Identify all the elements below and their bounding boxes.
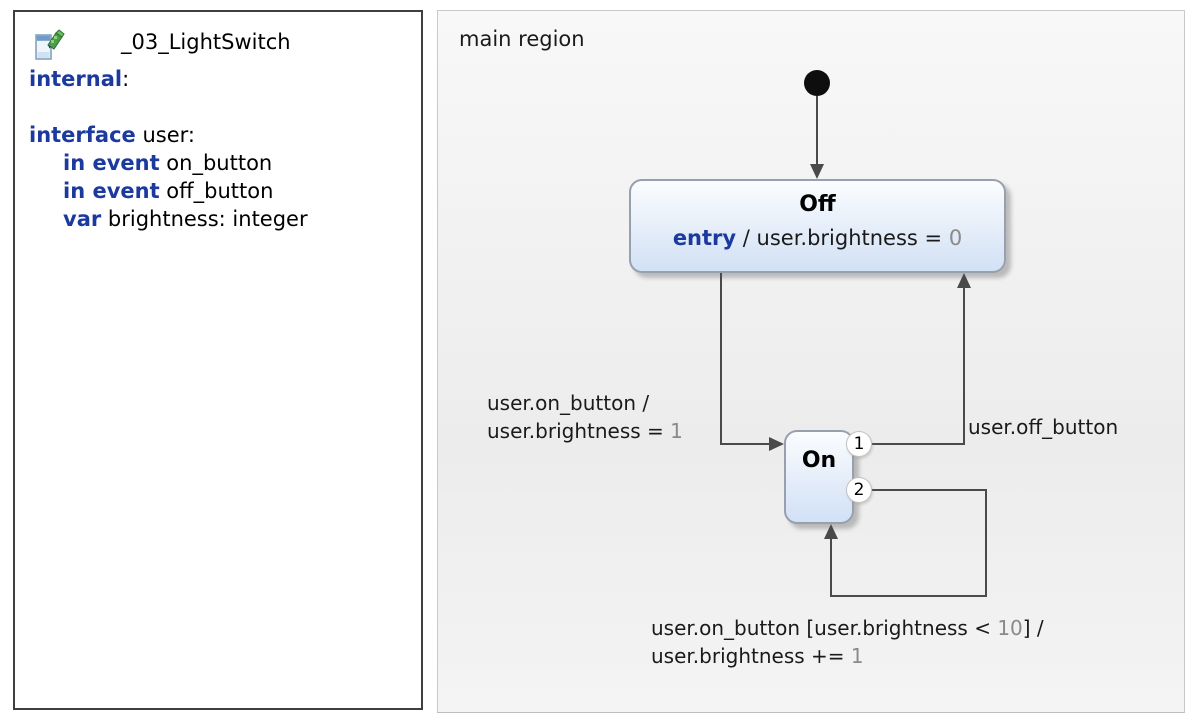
interface-section-line: interface user: — [29, 123, 195, 147]
in-event-keyword: in event — [63, 179, 160, 203]
guard-value: 10 — [997, 616, 1023, 640]
trigger-text: user.on_button [user.brightness < — [651, 616, 998, 640]
region-label: main region — [459, 27, 585, 51]
declaration-brightness: var brightness: integer — [63, 207, 308, 231]
event-name: off_button — [159, 179, 274, 203]
action-value: 1 — [670, 419, 683, 443]
statechart-file-icon — [35, 29, 65, 60]
action-text: user.brightness = — [487, 419, 671, 443]
declaration-off-button: in event off_button — [63, 179, 273, 203]
interface-name: user: — [135, 123, 195, 147]
transition-on-to-off[interactable] — [872, 273, 971, 445]
state-off-entry-reaction: entry / user.brightness = 0 — [631, 226, 1004, 250]
internal-keyword: internal — [29, 67, 123, 91]
trigger-text: user.off_button — [968, 415, 1119, 439]
internal-rest: : — [122, 67, 130, 91]
event-name: on_button — [159, 151, 273, 175]
state-on[interactable]: On — [784, 430, 854, 524]
guard-suffix: ] / — [1022, 616, 1044, 640]
state-off[interactable]: Off entry / user.brightness = 0 — [629, 179, 1006, 273]
transition-label-on-self-loop[interactable]: user.on_button [user.brightness < 10] / u… — [651, 614, 1044, 670]
trigger-text: user.on_button / — [487, 391, 650, 415]
transition-label-on-to-off[interactable]: user.off_button — [968, 413, 1118, 441]
definition-panel[interactable]: _03_LightSwitch internal: interface user… — [13, 10, 423, 710]
entry-action-value: 0 — [948, 226, 963, 250]
statechart-title: _03_LightSwitch — [121, 30, 291, 54]
priority-badge-1[interactable]: 1 — [846, 431, 872, 457]
transition-label-off-to-on[interactable]: user.on_button / user.brightness = 1 — [487, 389, 683, 445]
transition-initial-to-off[interactable] — [810, 96, 824, 179]
entry-keyword: entry — [672, 226, 737, 250]
internal-section-line: internal: — [29, 67, 129, 91]
transition-on-self-loop[interactable] — [824, 489, 987, 597]
transition-off-to-on[interactable] — [720, 273, 784, 451]
diagram-canvas[interactable]: main region Off entry / user.brightness … — [437, 10, 1185, 713]
var-keyword: var — [63, 207, 102, 231]
state-off-name: Off — [799, 192, 836, 217]
action-value: 1 — [850, 644, 864, 668]
variable-name: brightness: integer — [101, 207, 308, 231]
entry-action-text: / user.brightness = — [736, 226, 949, 250]
state-on-name: On — [801, 448, 837, 473]
declaration-on-button: in event on_button — [63, 151, 272, 175]
in-event-keyword: in event — [63, 151, 160, 175]
transition-edges-layer — [720, 70, 987, 597]
action-text: user.brightness += — [651, 644, 851, 668]
priority-badge-2[interactable]: 2 — [846, 477, 872, 503]
interface-keyword: interface — [29, 123, 136, 147]
initial-pseudostate[interactable] — [804, 70, 830, 96]
